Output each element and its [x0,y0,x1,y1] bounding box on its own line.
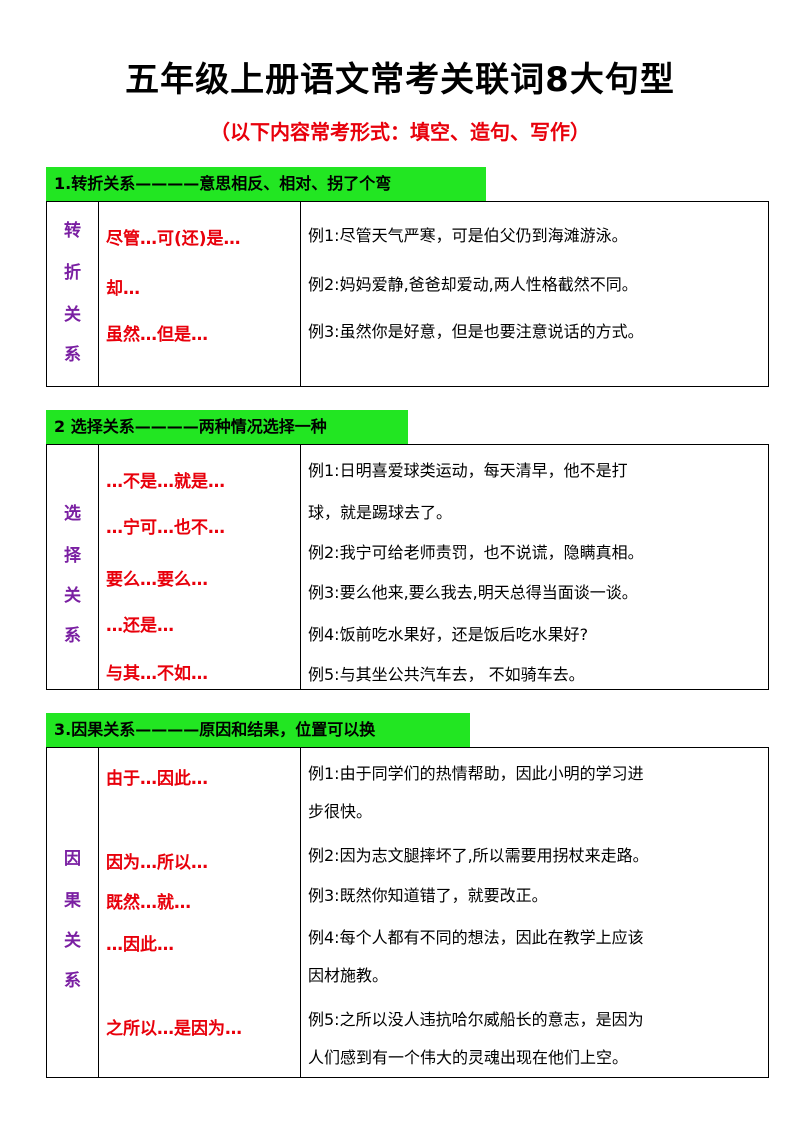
vertical-char: 择 [64,546,81,566]
section-table-1: 转 折 关 系 尽管…可(还)是… 却… 虽然…但是… 例1:尽管天气严寒，可是… [46,201,769,387]
conjunction: 却… [106,279,140,299]
example-line: 例2:因为志文腿摔坏了,所以需要用拐杖来走路。 [308,846,649,865]
example-line: 例3:要么他来,要么我去,明天总得当面谈一谈。 [308,583,638,602]
vertical-label-col: 转 折 关 系 [47,202,99,386]
page-title: 五年级上册语文常考关联词8大句型 [125,60,675,100]
conjunction: 由于…因此… [106,769,208,789]
vertical-char: 系 [64,971,81,991]
example-line: 例1:由于同学们的热情帮助，因此小明的学习进 [308,764,644,783]
conjunction: …还是… [106,616,174,636]
example-line: 例3:既然你知道错了，就要改正。 [308,886,548,905]
page-subtitle: （以下内容常考形式：填空、造句、写作） [210,120,590,144]
section-table-3: 因 果 关 系 由于…因此… 因为…所以… 既然…就… …因此… 之所以…是因为… [46,747,769,1078]
section-heading-2: 2 选择关系————两种情况选择一种 [46,410,408,444]
vertical-char: 关 [64,931,81,951]
example-line: 例2:妈妈爱静,爸爸却爱动,两人性格截然不同。 [308,275,638,294]
conjunction: …不是…就是… [106,472,225,492]
vertical-char: 选 [64,504,81,524]
conjunction: 尽管…可(还)是… [106,229,241,249]
section-heading-1: 1.转折关系————意思相反、相对、拐了个弯 [46,167,486,201]
example-line: 例5:之所以没人违抗哈尔威船长的意志，是因为 [308,1010,644,1029]
vertical-char: 因 [64,849,81,869]
conjunction: …因此… [106,935,174,955]
conjunction: 之所以…是因为… [106,1019,242,1039]
conjunction-col: …不是…就是… …宁可…也不… 要么…要么… …还是… 与其…不如… [98,445,301,689]
example-line: 例5:与其坐公共汽车去， 不如骑车去。 [308,665,585,684]
example-line: 例4:饭前吃水果好，还是饭后吃水果好? [308,625,589,644]
conjunction: 因为…所以… [106,853,208,873]
conjunction: 虽然…但是… [106,325,208,345]
example-col: 例1:由于同学们的热情帮助，因此小明的学习进 步很快。 例2:因为志文腿摔坏了,… [300,748,768,1077]
conjunction-col: 尽管…可(还)是… 却… 虽然…但是… [98,202,301,386]
example-col: 例1:尽管天气严寒，可是伯父仍到海滩游泳。 例2:妈妈爱静,爸爸却爱动,两人性格… [300,202,768,386]
vertical-label-col: 因 果 关 系 [47,748,99,1077]
vertical-char: 关 [64,586,81,606]
example-line: 步很快。 [308,802,373,821]
conjunction: 与其…不如… [106,664,208,684]
vertical-label-col: 选 择 关 系 [47,445,99,689]
vertical-char: 系 [64,626,81,646]
example-line: 例1:日明喜爱球类运动，每天清早，他不是打 [308,461,628,480]
conjunction: …宁可…也不… [106,518,225,538]
example-line: 例1:尽管天气严寒，可是伯父仍到海滩游泳。 [308,226,628,245]
section-heading-3: 3.因果关系————原因和结果，位置可以换 [46,713,470,747]
example-col: 例1:日明喜爱球类运动，每天清早，他不是打 球，就是踢球去了。 例2:我宁可给老… [300,445,768,689]
conjunction-col: 由于…因此… 因为…所以… 既然…就… …因此… 之所以…是因为… [98,748,301,1077]
conjunction: 要么…要么… [106,570,208,590]
example-line: 例4:每个人都有不同的想法，因此在教学上应该 [308,928,644,947]
vertical-char: 果 [64,891,81,911]
section-table-2: 选 择 关 系 …不是…就是… …宁可…也不… 要么…要么… …还是… 与其…不… [46,444,769,690]
conjunction: 既然…就… [106,893,191,913]
vertical-char: 系 [64,345,81,365]
vertical-char: 关 [64,305,81,325]
example-line: 球，就是踢球去了。 [308,503,453,522]
example-line: 例3:虽然你是好意，但是也要注意说话的方式。 [308,322,644,341]
example-line: 人们感到有一个伟大的灵魂出现在他们上空。 [308,1048,629,1067]
example-line: 例2:我宁可给老师责罚，也不说谎，隐瞒真相。 [308,543,644,562]
example-line: 因材施教。 [308,966,389,985]
vertical-char: 转 [64,221,81,241]
vertical-char: 折 [64,263,81,283]
